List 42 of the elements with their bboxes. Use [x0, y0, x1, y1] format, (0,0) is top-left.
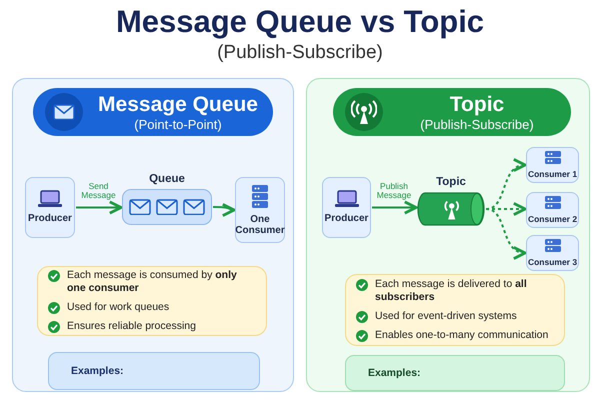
- node-label: Consumer 2: [528, 215, 578, 225]
- arrow: [486, 202, 526, 216]
- header-banner: [333, 88, 571, 136]
- arrow: [212, 202, 236, 217]
- arrow: [486, 208, 526, 258]
- consumer-box: [526, 192, 579, 228]
- bullet-text: Used for work queues: [67, 300, 170, 314]
- subtitle: (Publish-Subscribe): [216, 42, 384, 64]
- node-label: Consumer 3: [528, 258, 578, 268]
- edge-label: Publish Message: [376, 182, 412, 200]
- edge-label: Send Message: [80, 182, 117, 200]
- bullet-text: Each message is delivered to all subscribers: [375, 278, 528, 304]
- arrow: [372, 200, 418, 214]
- node-label: Topic: [436, 176, 466, 188]
- header-title: Message Queue: [98, 92, 258, 116]
- bullet-text: Enables one-to-many communication: [375, 328, 548, 342]
- arrow: [486, 160, 526, 210]
- node-label: One Consumer: [235, 214, 285, 236]
- producer-box: [322, 177, 371, 238]
- consumer-box: [235, 177, 285, 243]
- header-subtitle: (Publish-Subscribe): [420, 116, 534, 132]
- examples-label: Examples:: [71, 365, 124, 377]
- bullet-text: Used for event-driven systems: [375, 310, 517, 322]
- title: Message Queue vs Topic: [114, 4, 486, 40]
- examples-box: [48, 352, 260, 390]
- bullet-text: Each message is consumed by only one consumer: [67, 269, 238, 295]
- header-banner: [33, 88, 273, 136]
- producer-box: [25, 177, 75, 238]
- node-label: Consumer 1: [528, 170, 578, 180]
- header-subtitle: (Point-to-Point): [134, 116, 222, 132]
- bullet-card: [37, 266, 267, 336]
- bullet-card: [345, 274, 565, 346]
- bullet-text: Ensures reliable processing: [67, 320, 196, 332]
- node-label: Producer: [324, 213, 368, 225]
- node-label: Producer: [28, 213, 72, 225]
- node-label: Queue: [149, 173, 185, 185]
- consumer-box: [526, 235, 579, 271]
- header-title: Topic: [450, 92, 504, 116]
- consumer-box: [526, 147, 579, 183]
- examples-label: Examples:: [368, 367, 421, 379]
- arrow: [76, 200, 122, 214]
- examples-box: [345, 355, 565, 391]
